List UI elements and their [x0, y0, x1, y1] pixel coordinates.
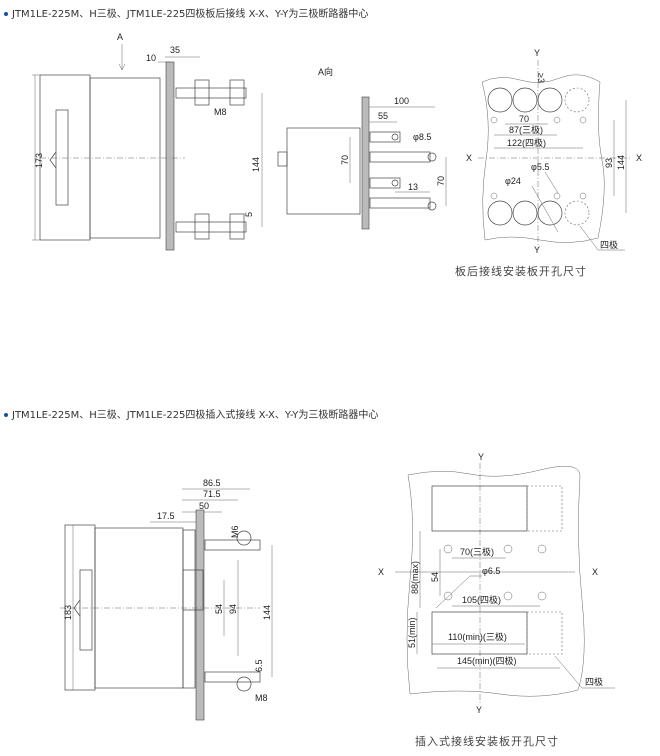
- section2-title: JTM1LE-225M、H三极、JTM1LE-225四极插入式接线 X-X、Y-…: [4, 406, 378, 421]
- dim-100: 100: [394, 96, 409, 106]
- s1-panel-cutout: Y Y X X ≥3 70 87(三极) 122(四极) 93 144 φ5.5…: [455, 48, 642, 278]
- dim-13: 13: [408, 182, 418, 192]
- dim-105: 105(四极): [462, 594, 501, 605]
- dim-88-max: 88(max): [410, 561, 420, 594]
- dim-54-s2: 54: [430, 572, 440, 582]
- dim-70b: 70: [436, 176, 446, 186]
- caption-2: 插入式接线安装板开孔尺寸: [415, 734, 559, 748]
- y-bottom: Y: [534, 245, 540, 255]
- dim-144-panel: 144: [616, 155, 626, 170]
- dim-173: 173: [34, 153, 44, 168]
- section2-title-text: JTM1LE-225M、H三极、JTM1LE-225四极插入式接线 X-X、Y-…: [12, 410, 379, 421]
- dim-6-5: 6.5: [254, 659, 264, 672]
- dim-5: 5: [244, 212, 254, 217]
- four-pole-label: 四极: [600, 239, 618, 250]
- y-bottom-2: Y: [476, 705, 482, 715]
- caption-1: 板后接线安装板开孔尺寸: [455, 264, 587, 278]
- dim-94: 94: [228, 604, 238, 614]
- bullet-icon: [4, 12, 8, 16]
- view-mark-a: A: [117, 32, 123, 42]
- y-top-2: Y: [478, 452, 484, 462]
- section1-title: JTM1LE-225M、H三极、JTM1LE-225四极板后接线 X-X、Y-Y…: [4, 5, 368, 20]
- a-view-label: A向: [318, 66, 333, 77]
- dim-10: 10: [146, 53, 156, 63]
- dim-71-5: 71.5: [203, 489, 221, 499]
- dim-50: 50: [199, 501, 209, 511]
- dim-110: 110(min)(三极): [448, 631, 507, 642]
- dim-144-s2: 144: [262, 605, 272, 620]
- s1-side-view: A 35 10 173 M8 144 5: [32, 32, 263, 251]
- dim-70a: 70: [340, 155, 350, 165]
- dim-54: 54: [214, 604, 224, 614]
- dim-93: 93: [604, 158, 614, 168]
- x-right-2: X: [592, 567, 598, 577]
- dim-122: 122(四极): [507, 137, 546, 148]
- hole-5-5: φ5.5: [531, 162, 549, 172]
- s2-panel-cutout: Y Y X X 70(三极) 54 φ6.5 88(max) 105(四极) 5…: [378, 452, 615, 748]
- bolt-m8: M8: [214, 107, 227, 117]
- dim-35: 35: [170, 45, 180, 55]
- x-right: X: [636, 153, 642, 163]
- dim-70-s2: 70(三极): [460, 546, 494, 557]
- gap-3: ≥3: [536, 73, 546, 83]
- x-left: X: [466, 153, 472, 163]
- dim-183: 183: [63, 605, 73, 620]
- section1-title-text: JTM1LE-225M、H三极、JTM1LE-225四极板后接线 X-X、Y-Y…: [12, 9, 369, 20]
- y-top: Y: [534, 48, 540, 58]
- bullet-icon: [4, 413, 8, 417]
- dim-144: 144: [251, 157, 261, 172]
- hole-6-5: φ6.5: [482, 566, 500, 576]
- dim-55: 55: [378, 111, 388, 121]
- dim-70: 70: [519, 114, 529, 124]
- dim-17-5: 17.5: [157, 511, 175, 521]
- hole-8-5: φ8.5: [413, 132, 431, 142]
- bolt-m8-s2: M8: [255, 693, 268, 703]
- bolt-m6: M6: [230, 525, 240, 538]
- dim-51-min: 51(min): [407, 617, 417, 648]
- dim-86-5: 86.5: [203, 478, 221, 488]
- dim-87: 87(三极): [509, 124, 543, 135]
- hole-24: φ24: [505, 176, 521, 186]
- dim-145: 145(min)(四极): [457, 655, 517, 666]
- s2-side-view: 86.5 71.5 50 17.5 183 M6 54 94 144 6.5 M…: [60, 478, 273, 721]
- four-pole-label-2: 四极: [585, 676, 603, 687]
- x-left-2: X: [378, 567, 384, 577]
- s1-a-view: A向 100 55 φ8.5 70 70 13: [277, 66, 447, 230]
